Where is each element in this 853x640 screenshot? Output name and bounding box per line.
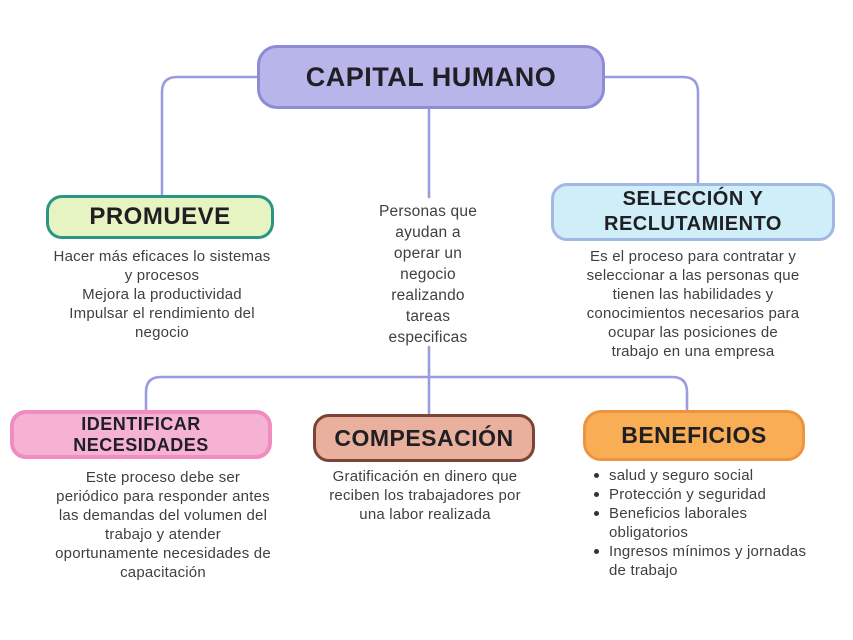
promueve-label: PROMUEVE: [89, 203, 231, 230]
bullet-dot-icon: [594, 549, 599, 554]
bullet-dot-icon: [594, 473, 599, 478]
capital-humano-note: Personas que ayudan a operar un negocio …: [378, 203, 478, 346]
compesacion-label: COMPESACIÓN: [334, 424, 514, 451]
node-capital-humano: CAPITAL HUMANO: [257, 45, 605, 109]
seleccion-reclutamiento-description: Es el proceso para contratar y seleccion…: [586, 248, 800, 360]
connector-root-to-promueve: [160, 75, 259, 196]
bullet-text: Ingresos mínimos y jornadas de trabajo: [609, 543, 807, 579]
bullet-text: salud y seguro social: [609, 467, 754, 484]
bullet-item: salud y seguro social: [590, 466, 830, 485]
bullet-dot-icon: [594, 492, 599, 497]
capital-humano-label: CAPITAL HUMANO: [305, 61, 557, 92]
bullet-item: Ingresos mínimos y jornadas de trabajo: [590, 542, 830, 580]
node-identificar-necesidades: IDENTIFICAR NECESIDADES: [10, 410, 272, 459]
bullet-text: Protección y seguridad: [609, 486, 766, 503]
identificar-necesidades-description: Este proceso debe ser periódico para res…: [55, 469, 271, 581]
bullet-dot-icon: [594, 511, 599, 516]
node-beneficios: BENEFICIOS: [583, 410, 805, 461]
node-promueve: PROMUEVE: [46, 195, 274, 239]
connector-root-to-seleccion: [603, 75, 700, 184]
bullet-item: Beneficios laborales obligatorios: [590, 504, 830, 542]
connector-bottom-bar: [144, 375, 689, 411]
bullet-item: Protección y seguridad: [590, 485, 830, 504]
compesacion-description: Gratificación en dinero que reciben los …: [329, 468, 521, 523]
node-seleccion-reclutamiento: SELECCIÓN Y RECLUTAMIENTO: [551, 183, 835, 241]
beneficios-bullet-list: salud y seguro social Protección y segur…: [590, 466, 830, 580]
beneficios-label: BENEFICIOS: [621, 422, 767, 448]
identificar-necesidades-label: IDENTIFICAR NECESIDADES: [73, 413, 209, 455]
bullet-text: Beneficios laborales obligatorios: [609, 505, 748, 541]
node-compesacion: COMPESACIÓN: [313, 414, 535, 462]
promueve-description: Hacer más eficaces lo sistemas y proceso…: [53, 248, 271, 341]
seleccion-reclutamiento-label: SELECCIÓN Y RECLUTAMIENTO: [604, 188, 782, 235]
